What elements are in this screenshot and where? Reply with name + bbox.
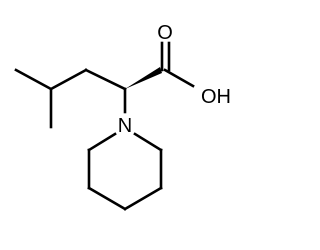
atom-label-carbonyl-o: O (157, 22, 173, 44)
ring-bond-3 (87, 186, 127, 211)
bond-methyl-1 (14, 68, 53, 91)
atom-label-hydroxyl: OH (201, 86, 231, 108)
ring-bond-4 (123, 186, 163, 211)
bond-isobutyl-ch (49, 68, 88, 91)
bond-c-oh (163, 68, 195, 88)
ring-bond-1 (87, 132, 117, 152)
molecule-canvas: O OH N (14, 22, 231, 211)
structure-diagram: O OH N (14, 22, 231, 211)
atom-label-nitrogen: N (118, 115, 132, 137)
ring-bond-6 (133, 132, 163, 152)
stereo-wedge-bond (125, 67, 162, 89)
bond-ch2-alpha (84, 68, 127, 91)
